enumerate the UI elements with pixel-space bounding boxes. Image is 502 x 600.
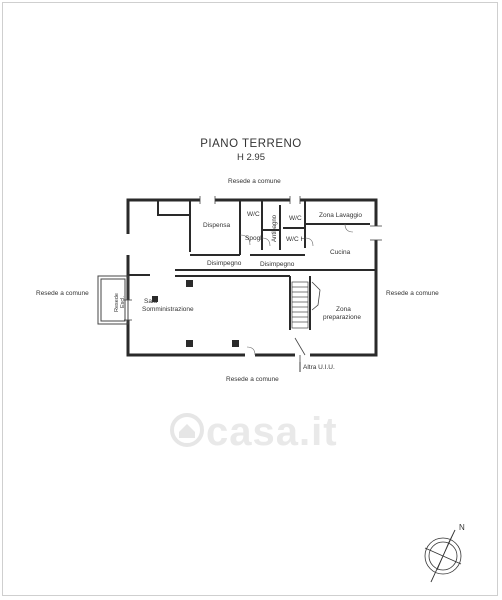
- pillars: [152, 280, 239, 347]
- plan-height: H 2.95: [237, 152, 265, 163]
- staircase: [291, 281, 309, 329]
- label-wc-2: W/C: [289, 215, 302, 222]
- label-resede-escl-1: Resede: [114, 293, 120, 312]
- door-swings: [239, 223, 354, 356]
- label-antibagno: Antibagno: [272, 214, 278, 242]
- watermark-text: casa.it: [206, 410, 338, 454]
- label-resede-top: Resede a comune: [228, 178, 281, 185]
- label-sala-1: Sala: [144, 298, 157, 305]
- label-zona-prep-1: Zona: [336, 306, 351, 313]
- compass-north-label: N: [459, 523, 465, 532]
- north-compass-icon: [424, 529, 462, 583]
- label-resede-left: Resede a comune: [36, 290, 89, 297]
- label-disimpegno-2: Disimpegno: [260, 261, 295, 268]
- label-altra-uiu: Altra U.I.U.: [303, 364, 335, 371]
- label-cucina: Cucina: [330, 249, 351, 256]
- label-resede-right: Resede a comune: [386, 290, 439, 297]
- label-dispensa: Dispensa: [203, 222, 230, 229]
- label-disimpegno-1: Disimpegno: [207, 260, 242, 267]
- label-resede-escl-2: Escl.: [120, 296, 126, 308]
- sheet-border: [2, 2, 498, 596]
- window-marks: [124, 196, 382, 321]
- label-wc-1: W/C: [247, 211, 260, 218]
- prep-zone-bay: [294, 281, 321, 372]
- plan-title: PIANO TERRENO: [200, 138, 302, 150]
- label-sala-2: Somministrazione: [142, 306, 194, 313]
- inner-walls: [128, 200, 376, 330]
- outer-walls: [126, 198, 378, 357]
- casa-logo-icon: [170, 413, 204, 447]
- label-wc-h: W/C H: [286, 236, 305, 243]
- label-resede-bottom: Resede a comune: [226, 376, 279, 383]
- label-zona-prep-2: preparazione: [323, 314, 361, 321]
- label-zona-lavaggio: Zona Lavaggio: [319, 212, 362, 219]
- label-spogl: Spogl.: [245, 235, 264, 242]
